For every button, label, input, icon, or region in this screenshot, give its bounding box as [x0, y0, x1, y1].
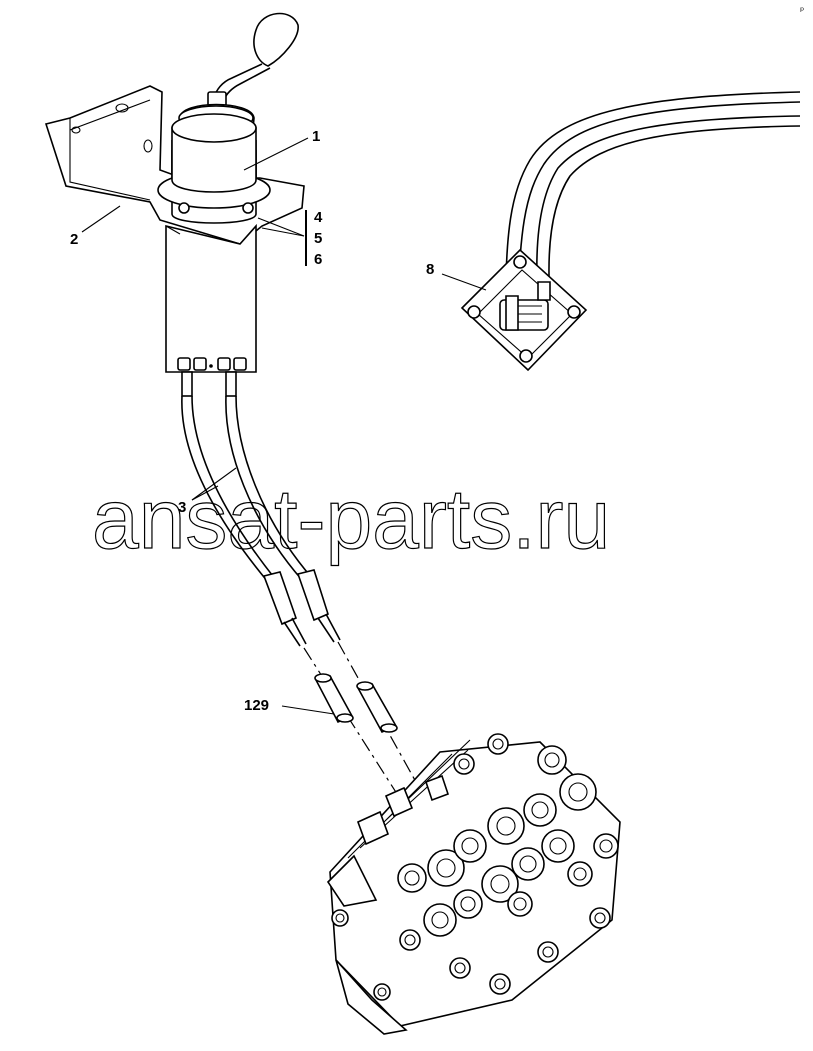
callout-8: 8: [426, 261, 434, 278]
hydraulic-hoses: [181, 371, 427, 809]
pipe-run: [504, 91, 801, 331]
valve-spool-ports: [331, 733, 619, 1001]
bolt: [242, 202, 254, 214]
corner-mark: ᵖ: [800, 6, 804, 17]
callout-6: 6: [314, 251, 322, 268]
bolt: [178, 202, 190, 214]
leader-lines: [81, 137, 487, 715]
callout-129: 129: [244, 697, 269, 714]
callout-2: 2: [70, 231, 78, 248]
callout-5: 5: [314, 230, 322, 247]
callout-3: 3: [178, 499, 186, 516]
joystick-assembly: [44, 12, 305, 373]
control-valve-block: [326, 733, 621, 1035]
joystick-knob: [253, 12, 299, 67]
callout-1: 1: [312, 128, 320, 145]
callout-4: 4: [314, 209, 323, 226]
port-fittings: [177, 357, 247, 371]
lower-housing: [165, 223, 257, 373]
watermark: ansat-parts.ru: [92, 472, 610, 566]
manifold-plate: [460, 248, 588, 372]
fitting-129: [314, 673, 398, 734]
